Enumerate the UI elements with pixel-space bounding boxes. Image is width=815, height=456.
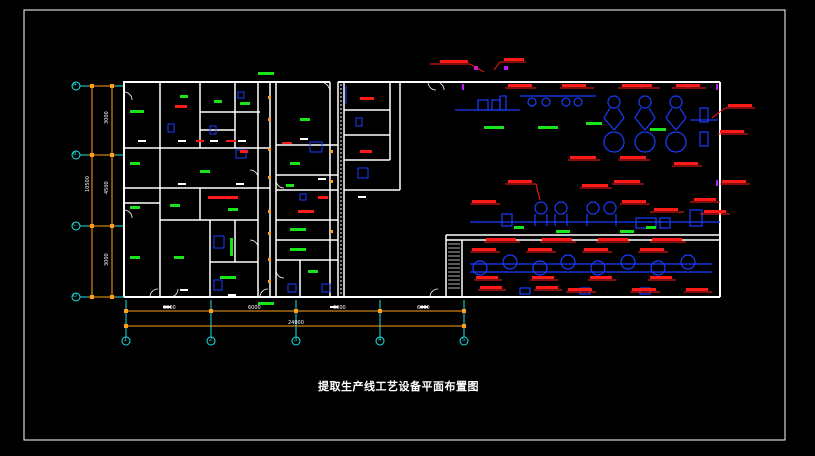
axis-label-col: 1 — [124, 337, 128, 343]
left-annotations — [175, 97, 374, 213]
callout-text-blocks — [440, 58, 752, 291]
drawing-title: 提取生产线工艺设备平面布置图 — [318, 380, 479, 393]
left-dimension-chain — [88, 85, 116, 298]
extraction-tank — [607, 95, 621, 109]
stair-hatch — [448, 243, 460, 289]
extraction-tank — [665, 131, 687, 153]
left-equipment — [167, 86, 369, 293]
axis-bubble-col — [459, 336, 469, 346]
axis-label-row: C — [73, 222, 77, 228]
axis-bubble-col — [375, 336, 385, 346]
axis-label-col: 2 — [209, 337, 213, 343]
bottom-dim-total: 24000 — [288, 320, 304, 326]
axis-bubble-col — [121, 336, 131, 346]
outer-walls — [123, 81, 721, 298]
column-markers — [268, 96, 333, 283]
room-label-marks — [130, 72, 318, 305]
door-swings — [123, 81, 445, 298]
axis-label-col: 5 — [462, 337, 466, 343]
drawing-frame — [23, 9, 786, 441]
right-equipment-lower — [470, 254, 712, 295]
interior-walls — [124, 82, 720, 297]
axis-bubble-col — [291, 336, 301, 346]
axis-label-row: D — [73, 293, 77, 299]
left-dim-segment: 3000 — [104, 253, 110, 266]
room-dim-labels — [138, 138, 428, 308]
extraction-tank — [638, 95, 652, 109]
extraction-tank — [634, 131, 656, 153]
left-dim-segment: 4500 — [104, 181, 110, 194]
equipment-callouts — [430, 61, 755, 293]
bottom-dim-segment: 6000 — [248, 305, 261, 311]
extraction-tank — [669, 95, 683, 109]
extraction-tank — [603, 131, 625, 153]
bottom-dim-segment: 6000 — [333, 305, 346, 311]
axis-label-col: 3 — [294, 337, 298, 343]
row-axis-bubbles — [71, 81, 124, 302]
axis-label-col: 4 — [378, 337, 382, 343]
right-equipment-upper — [455, 95, 718, 153]
column-axis-bubbles — [121, 300, 469, 346]
left-dim-total: 10500 — [85, 176, 91, 192]
axis-label-row: B — [73, 151, 77, 157]
axis-bubble-col — [206, 336, 216, 346]
axis-label-row: A — [73, 82, 77, 88]
right-block-labels — [484, 122, 666, 233]
right-equipment-middle — [470, 201, 720, 229]
left-dim-segment: 3000 — [104, 111, 110, 124]
